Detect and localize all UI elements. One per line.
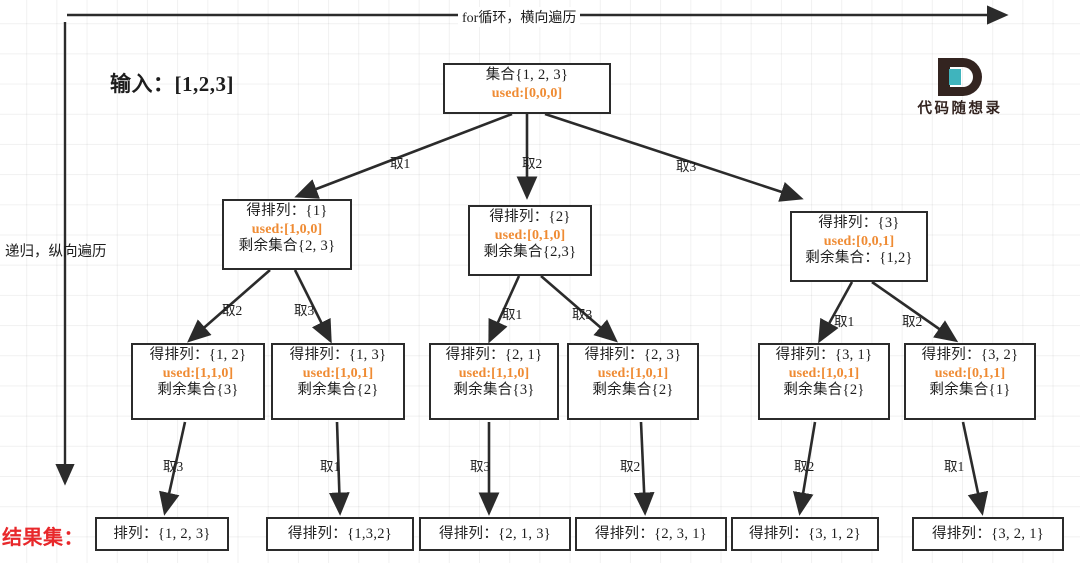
logo-d-icon	[938, 58, 982, 96]
tree-node-l1-1[interactable]: 得排列：{2} used:[0,1,0] 剩余集合{2,3}	[468, 205, 592, 276]
edge-root-to-n1	[294, 112, 513, 199]
edge-label-l1-1: 取2	[522, 156, 543, 171]
node-line-remaining: 剩余集合：{1,2}	[805, 249, 913, 266]
edge-label-l2-4: 取1	[834, 314, 855, 329]
result-text: 得排列：{2, 3, 1}	[594, 526, 708, 542]
tree-node-root[interactable]: 集合{1, 2, 3} used:[0,0,0]	[443, 63, 611, 114]
node-line-perm: 得排列：{3}	[818, 215, 900, 231]
result-node-1[interactable]: 得排列：{1,3,2}	[266, 517, 414, 551]
result-text: 得排列：{3, 2, 1}	[931, 526, 1045, 542]
edge-root-to-n3	[544, 112, 804, 202]
edge-n3-to-m6	[871, 280, 959, 343]
node-line-perm: 得排列：{1}	[246, 203, 328, 219]
edge-m5-to-r5	[792, 421, 817, 516]
page-title: 输入：[1,2,3]	[110, 72, 234, 96]
node-line-perm: 得排列：{3, 2}	[921, 347, 1019, 363]
tree-node-l2-0[interactable]: 得排列：{1, 2} used:[1,1,0] 剩余集合{3}	[131, 343, 265, 420]
edge-label-l3-2: 取3	[470, 459, 491, 474]
node-line-used: used:[1,0,1]	[302, 365, 374, 381]
node-line-used: used:[1,1,0]	[458, 365, 530, 381]
node-line-remaining: 剩余集合{3}	[157, 381, 239, 398]
result-set-label: 结果集：	[2, 527, 84, 549]
node-line-perm: 得排列：{2, 3}	[584, 347, 682, 363]
edge-n2-to-m3	[488, 275, 521, 344]
node-line-remaining: 剩余集合{2}	[297, 381, 379, 398]
edge-n1-to-m1	[187, 269, 271, 343]
tree-node-l2-4[interactable]: 得排列：{3, 1} used:[1,0,1] 剩余集合{2}	[758, 343, 890, 420]
node-line-remaining: 剩余集合{2}	[783, 381, 865, 398]
edge-n2-to-m4	[540, 275, 618, 343]
node-line-used: used:[0,1,0]	[494, 227, 566, 243]
edge-m2-to-r2	[328, 421, 350, 516]
top-axis-label: for循环，横向遍历	[458, 7, 581, 27]
result-text: 排列：{1, 2, 3}	[113, 526, 211, 542]
result-node-2[interactable]: 得排列：{2, 1, 3}	[419, 517, 571, 551]
node-line-perm: 得排列：{2, 1}	[445, 347, 543, 363]
node-line-used: used:[0,0,0]	[491, 85, 563, 101]
tree-node-l2-5[interactable]: 得排列：{3, 2} used:[0,1,1] 剩余集合{1}	[904, 343, 1036, 420]
node-line-set: 集合{1, 2, 3}	[485, 67, 569, 83]
node-line-used: used:[0,1,1]	[934, 365, 1006, 381]
edge-m4-to-r4	[633, 421, 655, 516]
result-text: 得排列：{2, 1, 3}	[438, 526, 552, 542]
edge-label-l2-5: 取2	[902, 314, 923, 329]
result-node-3[interactable]: 得排列：{2, 3, 1}	[575, 517, 727, 551]
edge-label-l2-1: 取3	[294, 303, 315, 318]
tree-node-l2-2[interactable]: 得排列：{2, 1} used:[1,1,0] 剩余集合{3}	[429, 343, 559, 420]
edge-label-l3-0: 取3	[163, 459, 184, 474]
node-line-used: used:[1,0,1]	[788, 365, 860, 381]
result-node-4[interactable]: 得排列：{3, 1, 2}	[731, 517, 879, 551]
result-text: 得排列：{3, 1, 2}	[748, 526, 862, 542]
edge-label-l3-3: 取2	[620, 459, 641, 474]
edge-m6-to-r6	[961, 421, 989, 516]
node-line-used: used:[0,0,1]	[823, 233, 895, 249]
node-line-used: used:[1,0,1]	[597, 365, 669, 381]
edge-label-l2-2: 取1	[502, 307, 523, 322]
node-line-remaining: 剩余集合{2, 3}	[238, 237, 336, 254]
node-line-perm: 得排列：{1, 2}	[149, 347, 247, 363]
node-line-remaining: 剩余集合{2}	[592, 381, 674, 398]
edge-label-l3-5: 取1	[944, 459, 965, 474]
node-line-remaining: 剩余集合{1}	[929, 381, 1011, 398]
left-axis-label: 递归，纵向遍历	[5, 244, 107, 260]
edge-label-l3-4: 取2	[794, 459, 815, 474]
edge-n1-to-m2	[293, 269, 332, 344]
node-line-remaining: 剩余集合{2,3}	[483, 243, 577, 260]
edge-m1-to-r1	[159, 421, 187, 516]
node-line-remaining: 剩余集合{3}	[453, 381, 535, 398]
edge-label-l3-1: 取1	[320, 459, 341, 474]
tree-node-l2-1[interactable]: 得排列：{1, 3} used:[1,0,1] 剩余集合{2}	[271, 343, 405, 420]
result-node-5[interactable]: 得排列：{3, 2, 1}	[912, 517, 1064, 551]
edge-label-l2-0: 取2	[222, 303, 243, 318]
node-line-used: used:[1,0,0]	[251, 221, 323, 237]
result-text: 得排列：{1,3,2}	[287, 526, 393, 542]
edge-label-l2-3: 取3	[572, 307, 593, 322]
tree-node-l2-3[interactable]: 得排列：{2, 3} used:[1,0,1] 剩余集合{2}	[567, 343, 699, 420]
edge-n3-to-m5	[818, 281, 854, 344]
edge-label-l1-0: 取1	[390, 156, 411, 171]
tree-node-l1-0[interactable]: 得排列：{1} used:[1,0,0] 剩余集合{2, 3}	[222, 199, 352, 270]
logo-wordmark: 代码随想录	[917, 101, 1003, 117]
node-line-used: used:[1,1,0]	[162, 365, 234, 381]
result-node-0[interactable]: 排列：{1, 2, 3}	[95, 517, 229, 551]
tree-node-l1-2[interactable]: 得排列：{3} used:[0,0,1] 剩余集合：{1,2}	[790, 211, 928, 282]
node-line-perm: 得排列：{2}	[489, 209, 571, 225]
node-line-perm: 得排列：{1, 3}	[289, 347, 387, 363]
edge-label-l1-2: 取3	[676, 159, 697, 174]
node-line-perm: 得排列：{3, 1}	[775, 347, 873, 363]
brand-logo: 代码随想录	[900, 58, 1020, 118]
